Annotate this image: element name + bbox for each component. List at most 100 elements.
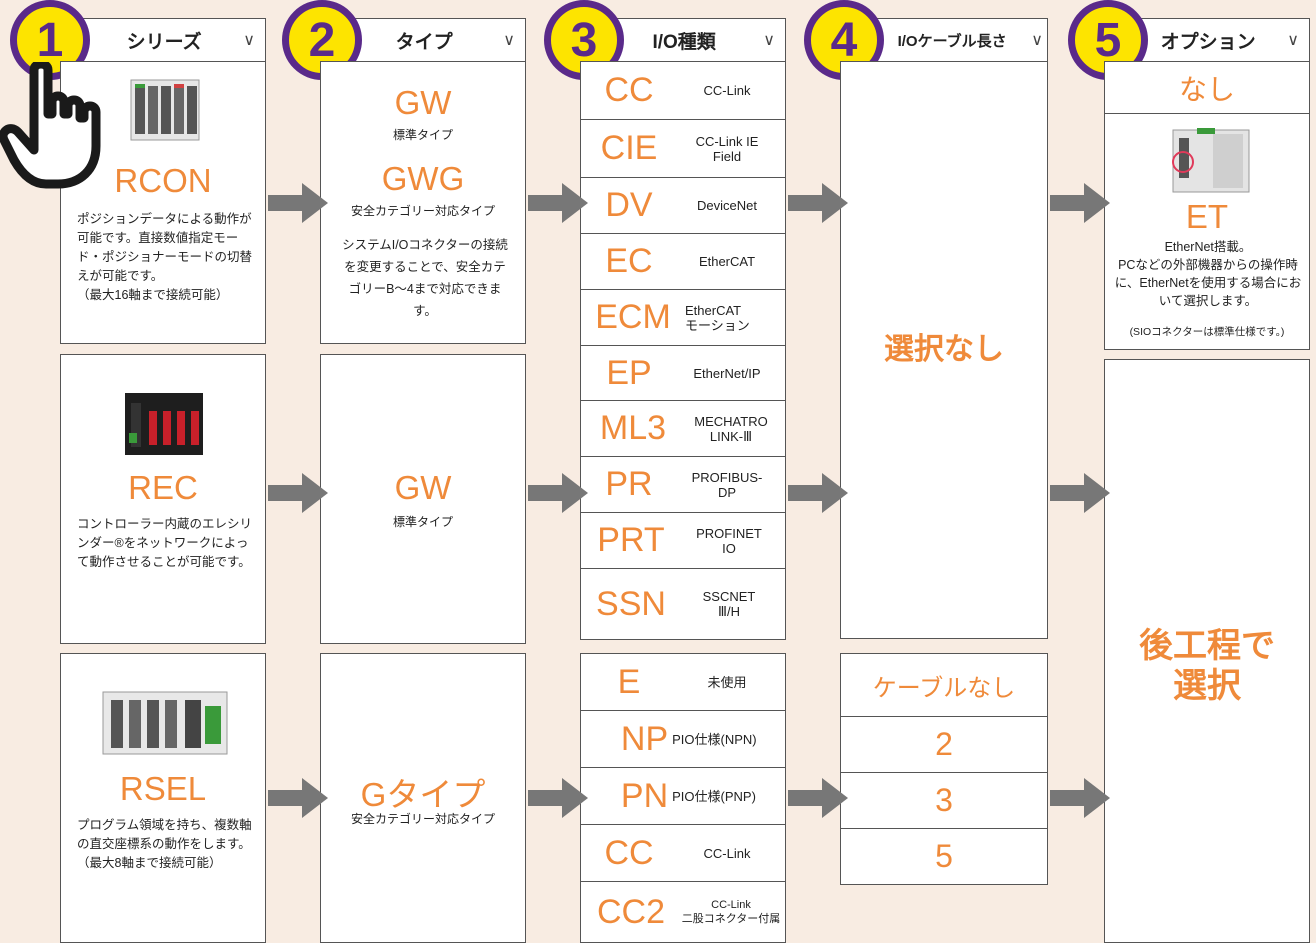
type-card-rcon[interactable]: GW 標準タイプ GWG 安全カテゴリー対応タイプ システムI/Oコネクターの接… [320,61,526,344]
rec-product-image [125,393,203,455]
arrow-right-icon [268,778,330,818]
chevron-down-icon[interactable]: ∨ [1031,32,1043,49]
type-name-rsel-g: 安全カテゴリー対応タイプ [350,812,495,826]
arrow-right-icon [268,183,330,223]
type-name-rec-gw: 標準タイプ [392,515,453,529]
io-option-cc2[interactable]: CC2 CC-Link 二股コネクター付属 [580,881,786,943]
rcon-product-image [130,79,200,141]
cable-option-3[interactable]: 3 [840,772,1048,829]
cable-option-label: 3 [935,782,953,818]
io-code: ECM [595,298,671,336]
type-name-gwg: 安全カテゴリー対応タイプ [350,204,495,218]
io-code: ML3 [599,409,667,447]
io-option-ec[interactable]: EC EtherCAT [580,233,786,290]
arrow-right-icon [528,473,590,513]
io-name: SSCNET Ⅲ/H [702,589,756,619]
io-name: 未使用 [707,674,747,690]
io-option-dv[interactable]: DV DeviceNet [580,177,786,234]
series-code-rsel: RSEL [119,770,207,807]
cable-option-label: ケーブルなし [872,674,1016,702]
arrow-right-icon [1050,183,1112,223]
io-name: PIO仕様(PNP) [672,788,756,804]
io-code: EC [605,242,653,280]
io-code: DV [605,186,653,224]
option-none-label: なし [1178,73,1235,105]
io-option-cc[interactable]: CC CC-Link [580,61,786,120]
cable-length-header-label: I/Oケーブル長さ [897,32,1007,50]
io-code: SSN [596,584,666,623]
arrow-right-icon [788,473,850,513]
io-name: CC-Link [703,845,751,861]
arrow-right-icon [268,473,330,513]
io-option-prt[interactable]: PRT PROFINET IO [580,512,786,569]
type-code-gw: GW [394,84,452,121]
series-card-rcon[interactable]: RCON ポジションデータによる動作が可能です。直接数値指定モード・ポジショナー… [60,61,266,344]
io-option-cie[interactable]: CIE CC-Link IE Field [580,119,786,178]
series-desc-rcon: ポジションデータによる動作が可能です。直接数値指定モード・ポジショナーモードの切… [77,212,253,302]
chevron-down-icon[interactable]: ∨ [503,32,515,49]
series-code-rec: REC [128,469,198,506]
series-card-rsel[interactable]: RSEL プログラム領域を持ち、複数軸の直交座標系の動作をします。 （最大8軸ま… [60,653,266,943]
cable-option-label: 5 [935,838,953,874]
option-none[interactable]: なし [1104,61,1310,114]
series-desc-rsel: プログラム領域を持ち、複数軸の直交座標系の動作をします。 （最大8軸まで接続可能… [77,818,252,870]
et-product-image [1172,128,1250,193]
series-header[interactable]: シリーズ ∨ [60,18,266,62]
io-name: PROFIBUS- DP [691,469,763,500]
arrow-right-icon [528,778,590,818]
type-header-label: タイプ [395,31,453,53]
io-name: CC-Link IE Field [695,133,759,164]
io-name: DeviceNet [697,198,757,213]
type-card-rsel[interactable]: Gタイプ 安全カテゴリー対応タイプ [320,653,526,943]
type-code-gwg: GWG [381,160,465,197]
arrow-right-icon [788,778,850,818]
option-et-code: ET [1185,198,1229,235]
type-card-rec[interactable]: GW 標準タイプ [320,354,526,644]
type-desc-gwg: システムI/Oコネクターの接続を変更することで、安全カテゴリーB〜4まで対応でき… [342,238,508,318]
io-code: PR [605,465,653,503]
option-later-panel[interactable]: 後工程で 選択 [1104,359,1310,943]
io-option-ep[interactable]: EP EtherNet/IP [580,345,786,401]
type-code-rsel-g: Gタイプ [360,776,486,813]
chevron-down-icon[interactable]: ∨ [763,32,775,49]
cable-option-5[interactable]: 5 [840,828,1048,885]
series-card-rec[interactable]: REC コントローラー内蔵のエレシリンダー®をネットワークによって動作させること… [60,354,266,644]
option-et-card[interactable]: ET EtherNet搭載。 PCなどの外部機器からの操作時に、EtherNet… [1104,113,1310,350]
cable-option-2[interactable]: 2 [840,716,1048,773]
arrow-right-icon [788,183,850,223]
chevron-down-icon[interactable]: ∨ [1287,32,1299,49]
io-name: CC-Link 二股コネクター付属 [681,899,781,925]
io-option-cc-rsel[interactable]: CC CC-Link [580,824,786,882]
series-desc-rec: コントローラー内蔵のエレシリンダー®をネットワークによって動作させることが可能で… [77,517,253,569]
io-code: PRT [597,521,665,559]
series-code-rcon: RCON [114,162,212,199]
io-option-pr[interactable]: PR PROFIBUS- DP [580,456,786,513]
io-code: CC2 [596,892,666,931]
cable-none-label: 選択なし [884,333,1004,366]
cable-option-none[interactable]: ケーブルなし [840,653,1048,717]
option-later-label: 後工程で 選択 [1139,627,1275,705]
series-header-label: シリーズ [126,31,202,53]
arrow-right-icon [528,183,590,223]
io-option-ml3[interactable]: ML3 MECHATRO LINK-Ⅲ [580,400,786,457]
io-option-pn[interactable]: PN PIO仕様(PNP) [580,767,786,825]
io-option-ecm[interactable]: ECM EtherCAT モーション [580,289,786,346]
rsel-product-image [102,691,228,755]
type-name-gw: 標準タイプ [392,128,453,142]
cable-option-label: 2 [935,726,953,762]
cable-none-panel[interactable]: 選択なし [840,61,1048,639]
io-name: PIO仕様(NPN) [672,731,757,747]
io-name: CC-Link [703,83,751,98]
type-code-rec-gw: GW [394,469,452,506]
io-option-e[interactable]: E 未使用 [580,653,786,711]
chevron-down-icon[interactable]: ∨ [243,32,255,49]
io-code: PN [620,776,669,815]
hand-pointer-icon [0,62,101,189]
io-code: CC [604,833,654,872]
option-et-note: (SIOコネクターは標準仕様です。) [1129,326,1285,338]
io-option-np[interactable]: NP PIO仕様(NPN) [580,710,786,768]
io-option-ssn[interactable]: SSN SSCNET Ⅲ/H [580,568,786,640]
io-name: PROFINET IO [696,525,762,556]
io-code: E [617,662,641,701]
io-name: EtherCAT モーション [685,302,750,333]
